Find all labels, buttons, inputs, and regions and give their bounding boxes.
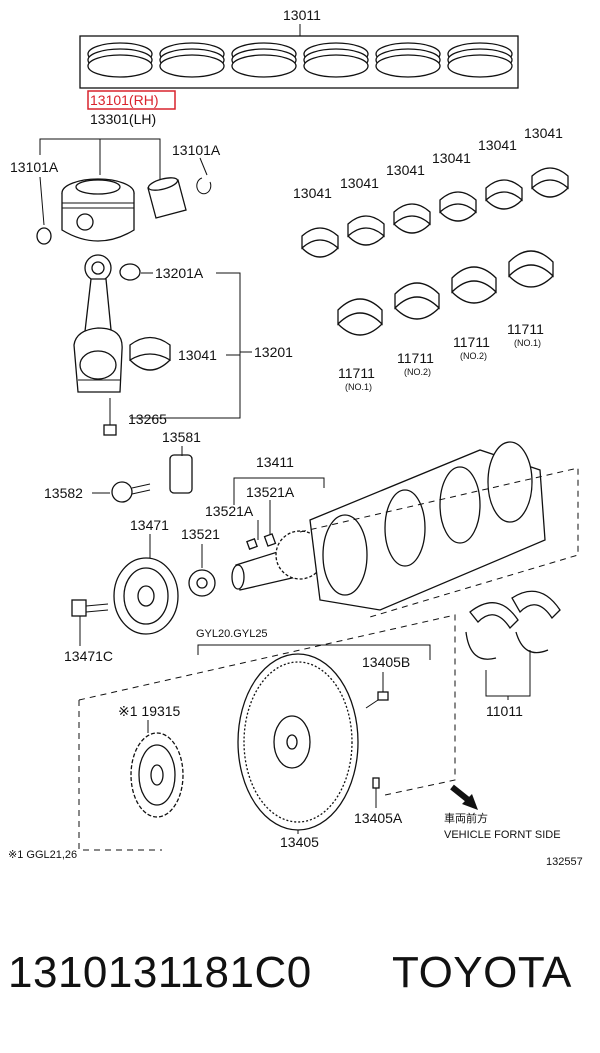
label-13041-rod[interactable]: 13041	[178, 347, 217, 363]
label-13265[interactable]: 13265	[128, 411, 167, 427]
brand-name: TOYOTA	[392, 948, 572, 997]
label-11011[interactable]: 11011	[486, 703, 523, 719]
label-13521a-right[interactable]: 13521A	[246, 484, 295, 500]
rod-bearing[interactable]	[129, 336, 171, 371]
snap-ring-right[interactable]	[196, 177, 212, 195]
label-direction-en: VEHICLE FORNT SIDE	[444, 829, 561, 841]
exploded-parts-diagram: 13011 13101(RH) 13301(LH) 13101A 13101A	[8, 7, 583, 868]
rod-bush[interactable]	[119, 263, 141, 281]
label-13521[interactable]: 13521	[181, 526, 220, 542]
label-13101a-right[interactable]: 13101A	[172, 142, 221, 158]
reference-number: 132557	[546, 856, 583, 868]
key-13581[interactable]	[169, 454, 193, 494]
label-11711-3-note: (NO.2)	[460, 351, 487, 361]
connecting-rod[interactable]	[73, 254, 123, 393]
label-gyl20-gyl25: GYL20.GYL25	[196, 628, 268, 640]
label-13581[interactable]: 13581	[162, 429, 201, 445]
label-11711-1[interactable]: 11711	[338, 365, 375, 381]
sprocket[interactable]	[130, 732, 184, 818]
piston-ring[interactable]	[447, 42, 513, 78]
flywheel-dashed-frame	[78, 614, 456, 796]
flywheel[interactable]	[237, 653, 359, 831]
label-direction-jp: 車両前方	[444, 811, 488, 825]
label-13041-6[interactable]: 13041	[524, 125, 563, 141]
flywheel-bolt[interactable]	[365, 691, 389, 709]
key-13521a-left[interactable]	[246, 538, 258, 550]
bearing-shell-upper[interactable]	[439, 191, 477, 222]
piston-ring[interactable]	[303, 42, 369, 78]
label-13582[interactable]: 13582	[44, 485, 83, 501]
label-13101-rh[interactable]: 13101(RH)	[90, 92, 158, 108]
label-11711-2[interactable]: 11711	[397, 350, 434, 366]
bearing-shell-upper[interactable]	[301, 227, 339, 258]
highlight-box-13101-rh	[87, 90, 176, 110]
piston-ring[interactable]	[231, 42, 297, 78]
label-13101a-left[interactable]: 13101A	[10, 159, 59, 175]
piston-ring[interactable]	[87, 42, 153, 78]
key-13521a-right[interactable]	[263, 533, 277, 547]
label-19315[interactable]: ※1 19315	[118, 703, 181, 719]
crankshaft[interactable]	[231, 441, 546, 611]
bearing-shell-upper[interactable]	[531, 167, 569, 198]
label-11711-4[interactable]: 11711	[507, 321, 544, 337]
footnote: ※1 GGL21,26	[8, 849, 77, 861]
label-13041-5[interactable]: 13041	[478, 137, 517, 153]
piston-ring[interactable]	[375, 42, 441, 78]
bearing-shell-upper[interactable]	[347, 215, 385, 246]
label-13201a[interactable]: 13201A	[155, 265, 204, 281]
footer-bar: 1310131181C0 TOYOTA	[0, 945, 600, 1005]
label-13041-4[interactable]: 13041	[432, 150, 471, 166]
thrust-washer[interactable]	[465, 590, 561, 660]
label-13521a-left[interactable]: 13521A	[205, 503, 254, 519]
main-bearing-shell[interactable]	[451, 266, 497, 304]
crank-pulley[interactable]	[113, 557, 179, 635]
main-bearing-shell[interactable]	[337, 298, 383, 336]
label-13405b[interactable]: 13405B	[362, 654, 410, 670]
label-13301-lh[interactable]: 13301(LH)	[90, 111, 156, 127]
label-11711-2-note: (NO.2)	[404, 367, 431, 377]
bearing-shell-upper[interactable]	[485, 179, 523, 210]
rod-bolt[interactable]	[103, 398, 117, 436]
timing-gear[interactable]	[188, 569, 216, 597]
label-11711-4-note: (NO.1)	[514, 338, 541, 348]
flywheel-dashed-frame-left	[78, 700, 162, 851]
pulley-bolt[interactable]	[71, 599, 109, 617]
vehicle-front-arrow-icon	[450, 784, 478, 810]
label-13041-1[interactable]: 13041	[293, 185, 332, 201]
flywheel-pin[interactable]	[372, 777, 380, 789]
label-11711-3[interactable]: 11711	[453, 334, 490, 350]
label-13041-3[interactable]: 13041	[386, 162, 425, 178]
label-13405[interactable]: 13405	[280, 834, 319, 850]
piston-ring[interactable]	[159, 42, 225, 78]
label-13041-2[interactable]: 13041	[340, 175, 379, 191]
main-bearing-shell[interactable]	[394, 282, 440, 320]
label-13471c[interactable]: 13471C	[64, 648, 113, 664]
piston[interactable]	[61, 178, 135, 242]
label-13201[interactable]: 13201	[254, 344, 293, 360]
label-13471[interactable]: 13471	[130, 517, 169, 533]
piston-pin[interactable]	[147, 175, 187, 219]
label-13411[interactable]: 13411	[256, 454, 294, 470]
snap-ring-left[interactable]	[36, 227, 52, 245]
piston-ring-set: 13011	[79, 7, 519, 89]
part-number: 1310131181C0	[8, 948, 312, 997]
main-bearing-shell[interactable]	[508, 250, 554, 288]
label-13405a[interactable]: 13405A	[354, 810, 403, 826]
bolt-13582[interactable]	[111, 481, 151, 503]
label-11711-1-note: (NO.1)	[345, 382, 372, 392]
label-13011[interactable]: 13011	[283, 7, 321, 23]
bearing-shell-upper[interactable]	[393, 203, 431, 234]
